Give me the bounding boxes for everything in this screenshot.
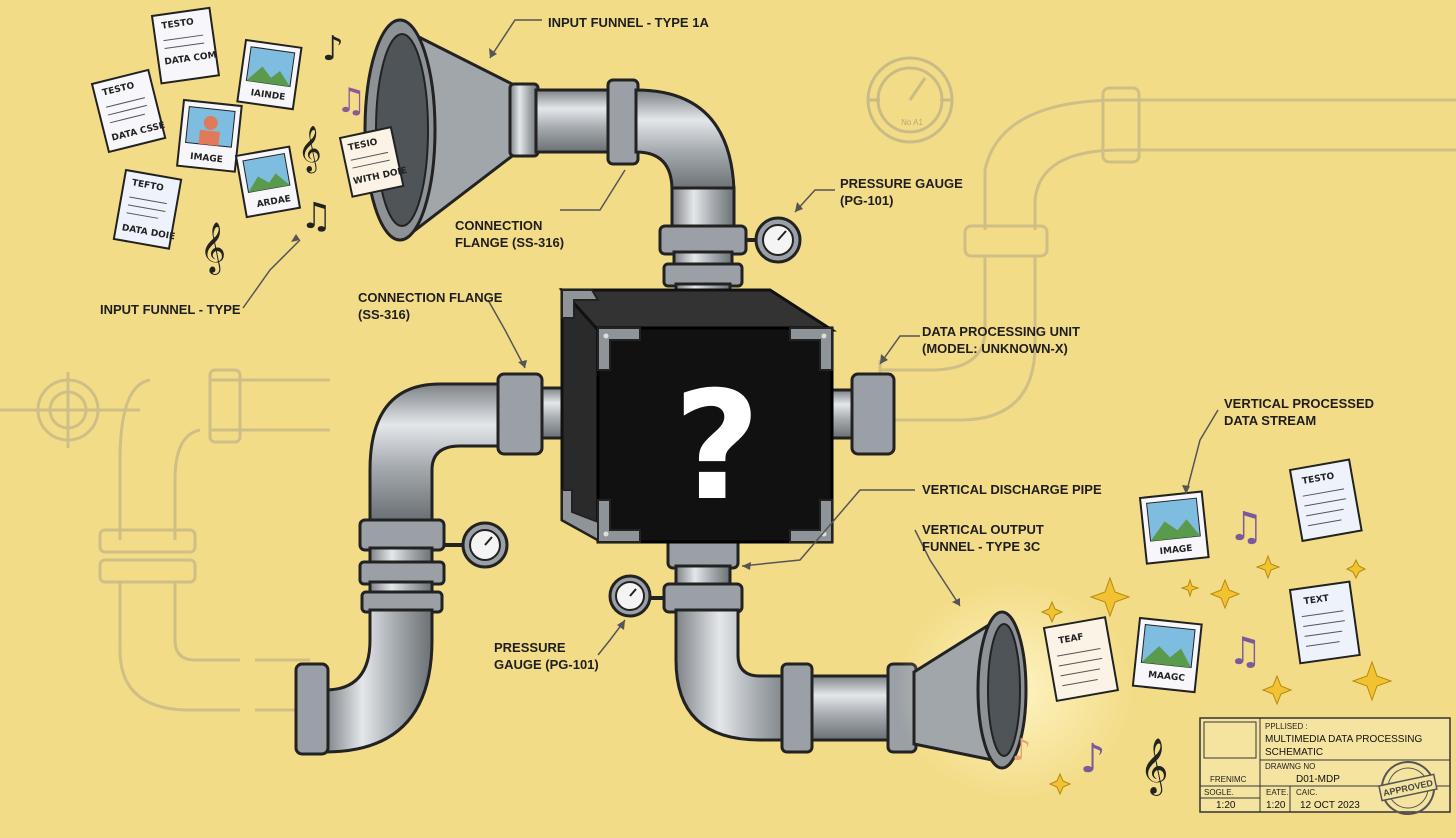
label-vertical-processed-1: VERTICAL PROCESSED [1224, 396, 1374, 411]
unknown-symbol: ? [673, 360, 760, 534]
ghost-gauge-text: No A1 [901, 118, 923, 127]
right-stub-pipe [828, 372, 896, 456]
title-block: PPLLISED : MULTIMEDIA DATA PROCESSING SC… [1199, 717, 1451, 815]
svg-text:TESTO: TESTO [161, 17, 195, 31]
output-media-cards: IMAGE TESTO TEXT TEAF MAAGC [1042, 458, 1363, 703]
input-card-image-3: ARDAE [234, 145, 302, 219]
title-block-scale: 1:20 [1216, 800, 1236, 811]
input-card-image-2: IMAGE [176, 98, 243, 173]
music-note-icon: ♫ [1228, 629, 1262, 673]
output-card-image-1: IMAGE [1138, 490, 1210, 565]
output-music-notes: ♫ ♫ ♪ ♪ 𝄞 [1012, 504, 1264, 796]
label-input-funnel-1a: INPUT FUNNEL - TYPE 1A [548, 15, 709, 30]
label-connection-flange-top-1: CONNECTION [455, 218, 542, 233]
title-block-drawing-no: D01-MDP [1296, 774, 1340, 785]
title-block-calc-label: CAIC. [1296, 788, 1317, 797]
callout-labels: INPUT FUNNEL - TYPE 1A PRESSURE GAUGE (P… [100, 15, 1374, 672]
input-card-image-1: IAINDE [236, 38, 303, 111]
label-connection-flange-left-1: CONNECTION FLANGE [358, 290, 503, 305]
title-block-title-2: SCHEMATIC [1265, 747, 1323, 758]
title-block-date-label: EATE. [1266, 788, 1289, 797]
label-vertical-output-2: FUNNEL - TYPE 3C [922, 539, 1041, 554]
data-processing-unit: ? [558, 287, 838, 544]
label-pressure-gauge-bottom-2: GAUGE (PG-101) [494, 657, 599, 672]
label-input-funnel-type: INPUT FUNNEL - TYPE [100, 302, 241, 317]
svg-text:IAINDE: IAINDE [250, 88, 286, 103]
title-block-left-label: FRENIMC [1210, 775, 1247, 784]
title-block-drawing-no-label: DRAWNG NO [1265, 762, 1315, 771]
svg-text:IMAGE: IMAGE [190, 152, 224, 165]
treble-clef-icon: 𝄞 [200, 222, 226, 275]
music-note-icon: ♫ [1228, 504, 1264, 550]
pressure-gauge-top [746, 216, 802, 264]
label-pressure-gauge-top-2: (PG-101) [840, 193, 893, 208]
approved-stamp: APPROVED [1378, 761, 1438, 815]
label-connection-flange-left-2: (SS-316) [358, 307, 410, 322]
music-note-icon: ♫ [300, 196, 332, 237]
input-media-cards: TESTO DATA COM TESTO DATA CSSE IAINDE IM… [90, 6, 408, 250]
label-pressure-gauge-bottom-1: PRESSURE [494, 640, 566, 655]
title-block-date: 12 OCT 2023 [1300, 800, 1360, 811]
label-vertical-output-1: VERTICAL OUTPUT [922, 522, 1044, 537]
svg-text:MAAGC: MAAGC [1148, 670, 1186, 684]
title-block-date-scale: 1:20 [1266, 800, 1286, 811]
top-inlet-pipe [534, 78, 736, 230]
title-block-title-1: MULTIMEDIA DATA PROCESSING [1265, 734, 1422, 745]
music-note-icon: ♪ [1012, 733, 1031, 768]
label-data-processing-unit-1: DATA PROCESSING UNIT [922, 324, 1080, 339]
output-card-text-1: TESTO [1288, 458, 1363, 543]
svg-text:TEAF: TEAF [1058, 632, 1085, 646]
label-vertical-processed-2: DATA STREAM [1224, 413, 1316, 428]
callout-leaders [242, 19, 1219, 656]
ghost-pipes [0, 86, 1456, 712]
output-card-image-2: MAAGC [1131, 616, 1203, 694]
left-pipe-system [294, 372, 580, 756]
input-music-notes: ♪ ♫ 𝄞 𝄞 ♫ [200, 29, 366, 275]
treble-clef-icon: 𝄞 [1140, 738, 1168, 796]
label-connection-flange-top-2: FLANGE (SS-316) [455, 235, 564, 250]
music-note-icon: ♪ [1080, 736, 1106, 782]
output-card-text-3: TEAF [1042, 616, 1120, 703]
title-block-scale-label: SOGLE. [1204, 788, 1234, 797]
label-pressure-gauge-top-1: PRESSURE GAUGE [840, 176, 963, 191]
music-note-icon: ♪ [322, 29, 344, 69]
sparkles [1040, 554, 1393, 796]
label-data-processing-unit-2: (MODEL: UNKNOWN-X) [922, 341, 1068, 356]
discharge-pipe [608, 536, 918, 754]
output-card-text-2: TEXT [1288, 580, 1361, 665]
music-note-icon: ♫ [336, 81, 366, 121]
input-card-text-3: TEFTO DATA DOIE [112, 168, 183, 250]
input-card-text-2: TESTO DATA CSSE [90, 68, 167, 154]
label-vertical-discharge: VERTICAL DISCHARGE PIPE [922, 482, 1102, 497]
title-block-project-label: PPLLISED : [1265, 722, 1308, 731]
treble-clef-icon: 𝄞 [298, 126, 322, 174]
input-card-text-4: TESIO WITH DOIE [338, 126, 408, 198]
ghost-gauge [866, 56, 954, 144]
svg-text:IMAGE: IMAGE [1159, 544, 1193, 557]
input-card-text-1: TESTO DATA COM [150, 6, 221, 85]
svg-text:TEXT: TEXT [1303, 594, 1330, 608]
